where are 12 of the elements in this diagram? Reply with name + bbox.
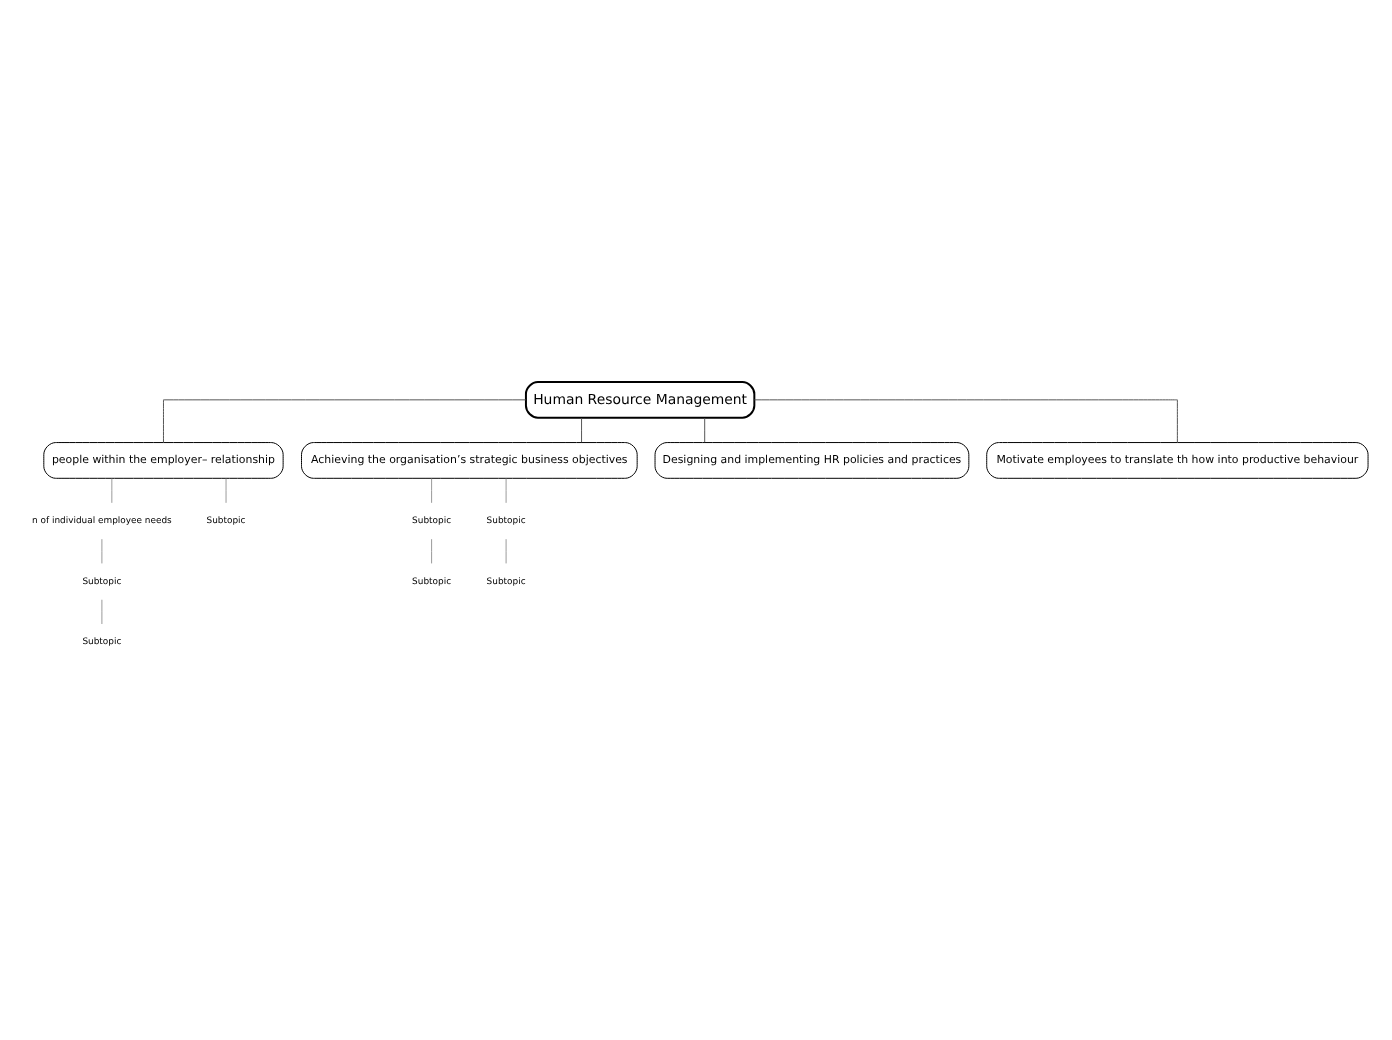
connector xyxy=(225,477,227,503)
connector xyxy=(753,398,1178,442)
connector xyxy=(505,537,507,563)
connector xyxy=(505,477,507,503)
connector xyxy=(704,416,706,442)
connector xyxy=(101,598,103,624)
connector xyxy=(101,537,103,563)
connector xyxy=(431,537,433,563)
connector xyxy=(431,477,433,503)
connector xyxy=(162,398,527,442)
connector xyxy=(111,477,113,503)
connector xyxy=(581,416,583,442)
